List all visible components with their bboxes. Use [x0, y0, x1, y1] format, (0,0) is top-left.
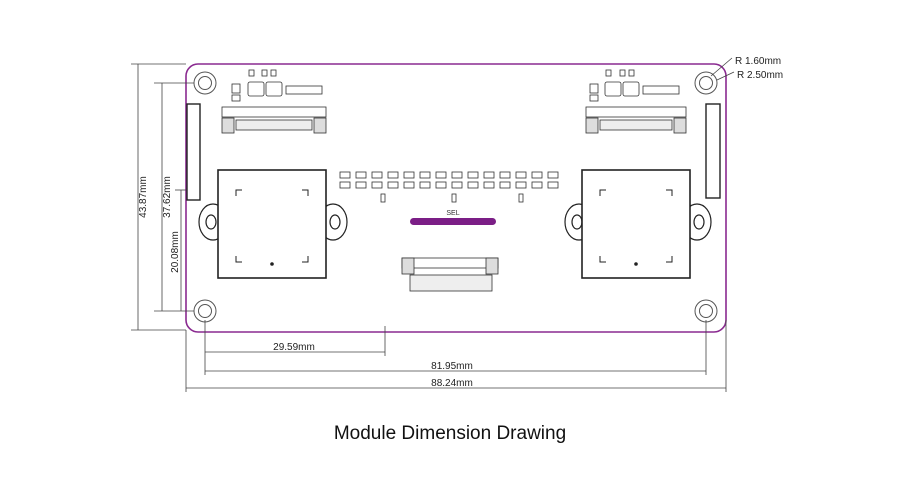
- mounting-hole-bottom-left: [193, 299, 217, 323]
- side-connector-right: [705, 103, 721, 199]
- component-cluster-top-left: [221, 69, 327, 134]
- component-row-center: [339, 171, 559, 203]
- radius-inner-label: R 1.60mm: [735, 56, 781, 67]
- dim-label-width-holes: 81.95mm: [431, 361, 473, 372]
- sel-jumper: [410, 218, 496, 225]
- side-connector-left: [186, 103, 201, 201]
- dim-label-width-center: 29.59mm: [273, 342, 315, 353]
- component-cluster-top-right: [585, 69, 687, 134]
- dim-label-height-total: 43.87mm: [138, 176, 149, 218]
- radius-callout: [710, 57, 735, 81]
- dim-line-height-holes: [154, 82, 194, 312]
- figure-caption: Module Dimension Drawing: [333, 423, 567, 444]
- dim-line-width-holes: [204, 320, 707, 375]
- sensor-block-right: [581, 169, 691, 279]
- dim-label-width-total: 88.24mm: [431, 378, 473, 389]
- mounting-hole-top-left: [193, 71, 217, 95]
- dim-line-width-total: [185, 320, 727, 392]
- sel-label: SEL: [446, 210, 459, 217]
- dim-line-height-total: [131, 63, 186, 331]
- fpc-connector-bottom: [401, 257, 499, 292]
- dim-label-height-center: 20.08mm: [170, 231, 181, 273]
- dim-label-height-holes: 37.62mm: [162, 176, 173, 218]
- mounting-hole-bottom-right: [694, 299, 718, 323]
- sensor-block-left: [217, 169, 327, 279]
- dim-line-width-center: [204, 320, 386, 356]
- radius-outer-label: R 2.50mm: [737, 70, 783, 81]
- mounting-hole-top-right: [694, 71, 718, 95]
- dim-line-height-center: [175, 189, 186, 311]
